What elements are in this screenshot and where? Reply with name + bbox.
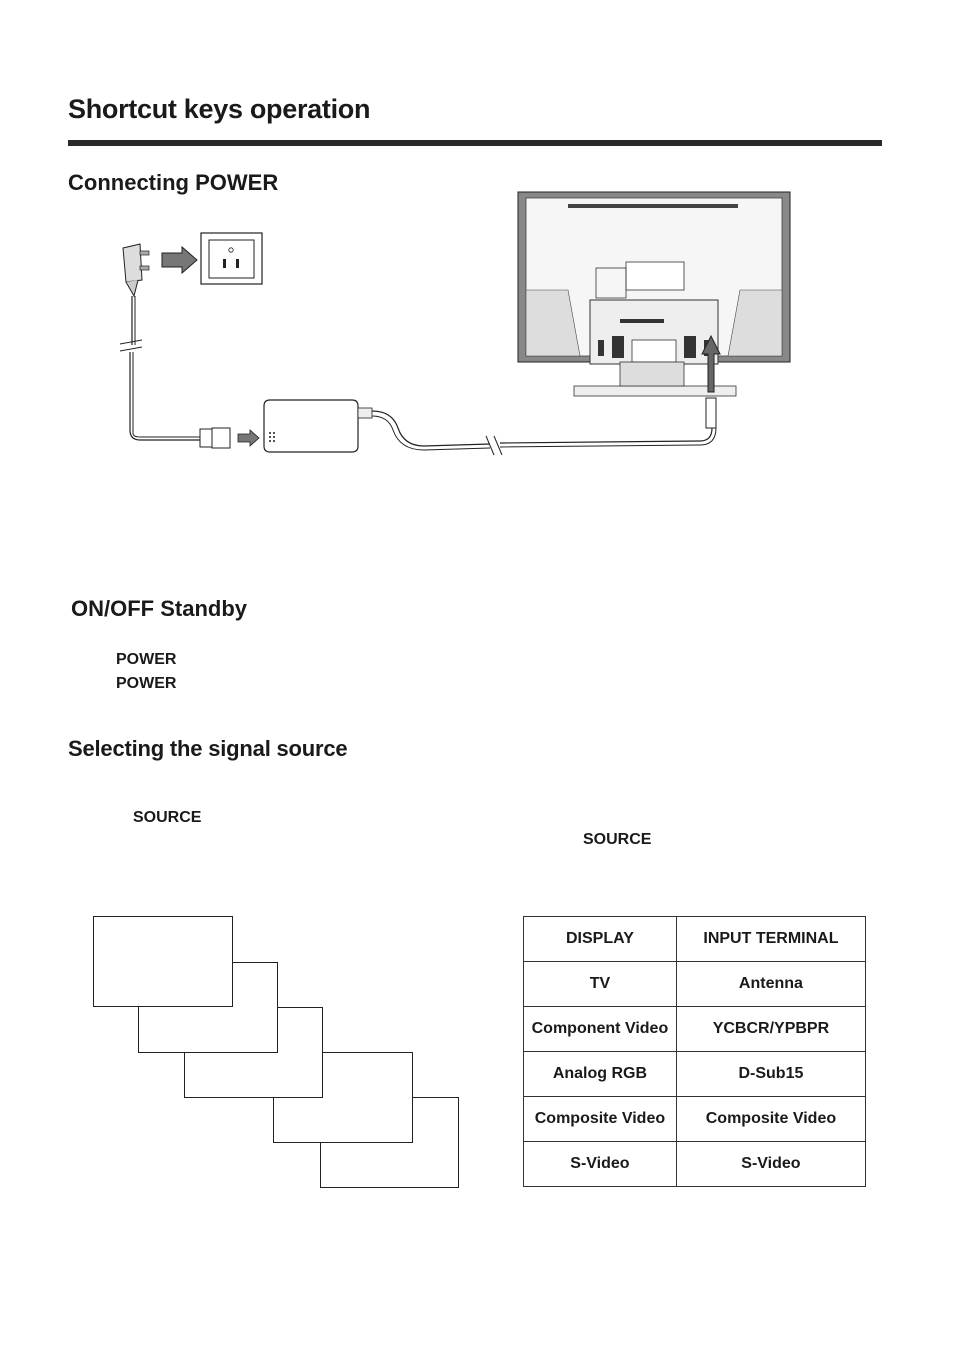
source-key-label: SOURCE	[583, 831, 652, 848]
terminal-cell: S-Video	[675, 1141, 867, 1187]
display-cell: Composite Video	[523, 1096, 677, 1142]
power-key-label: POWER	[116, 651, 177, 668]
power-adapter-icon	[263, 399, 373, 453]
source-table: DISPLAY INPUT TERMINAL TV Antenna Compon…	[523, 916, 867, 1187]
source-key-label: SOURCE	[133, 809, 202, 826]
display-cell: TV	[523, 961, 677, 1007]
display-cell: S-Video	[523, 1141, 677, 1187]
terminal-cell: YCBCR/YPBPR	[675, 1006, 867, 1052]
connecting-power-heading: Connecting POWER	[68, 170, 279, 195]
terminal-cell: Antenna	[675, 961, 867, 1007]
terminal-cell: Composite Video	[675, 1096, 867, 1142]
table-row: Analog RGB D-Sub15	[523, 1051, 867, 1097]
display-cell: Component Video	[523, 1006, 677, 1052]
table-header-row: DISPLAY INPUT TERMINAL	[523, 916, 867, 962]
arrow-up-icon	[701, 334, 721, 393]
power-connector-icon	[199, 427, 231, 449]
power-connection-diagram	[119, 191, 791, 456]
tv-rear-view-icon	[517, 191, 791, 397]
title-rule	[68, 140, 882, 146]
standby-heading: ON/OFF Standby	[71, 596, 247, 621]
terminal-cell: D-Sub15	[675, 1051, 867, 1097]
arrow-right-icon	[237, 429, 260, 447]
table-row: Composite Video Composite Video	[523, 1096, 867, 1142]
power-key-label: POWER	[116, 675, 177, 692]
wall-outlet-icon	[200, 232, 263, 285]
table-row: TV Antenna	[523, 961, 867, 1007]
column-header-display: DISPLAY	[523, 916, 677, 962]
signal-source-heading: Selecting the signal source	[68, 736, 348, 761]
mains-plug-icon	[122, 243, 150, 298]
display-cell: Analog RGB	[523, 1051, 677, 1097]
arrow-right-icon	[161, 245, 198, 275]
page-title: Shortcut keys operation	[68, 94, 371, 124]
table-row: S-Video S-Video	[523, 1141, 867, 1187]
column-header-input-terminal: INPUT TERMINAL	[675, 916, 867, 962]
source-screen-box	[93, 916, 233, 1007]
table-row: Component Video YCBCR/YPBPR	[523, 1006, 867, 1052]
